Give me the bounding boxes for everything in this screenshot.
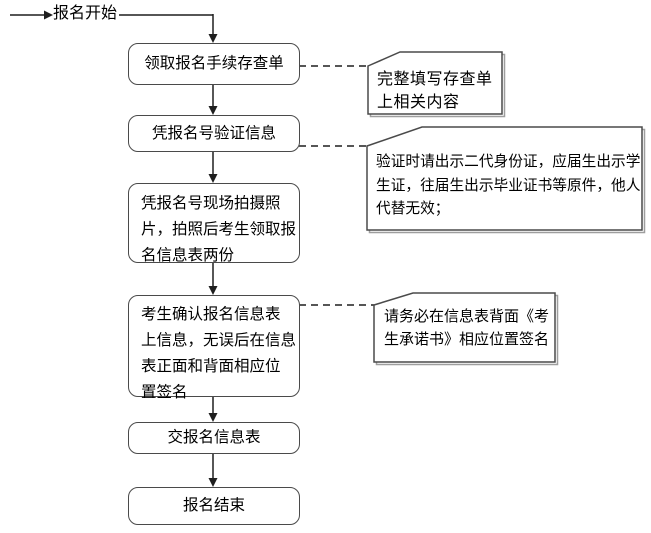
start-connector-arrow-head-icon [208,34,218,43]
flow-arrow-5-head-icon [208,478,218,487]
flow-step-take-photo: 凭报名号现场拍摄照 片，拍照后考生领取报 名信息表两份 [128,183,300,264]
flow-step-receive-checklist: 领取报名手续存查单 [128,43,300,85]
start-label: 报名开始 [53,5,118,22]
note-1-callout-shape [367,51,503,115]
flow-arrow-4-head-icon [208,413,218,422]
note-1-text: 完整填写存查单 上相关内容 [377,71,493,111]
note-2-text: 验证时请出示二代身份证，应届生出示学 生证，往届生出示毕业证书等原件，他人 代替… [376,154,641,217]
flow-arrow-3-head-icon [208,286,218,295]
flow-step-confirm-sign: 考生确认报名信息表 上信息，无误后在信息 表正面和背面相应位 置签名 [128,295,300,401]
flow-step-submit-form: 交报名信息表 [128,422,300,454]
note-3-text: 请务必在信息表背面《考 生承诺书》相应位置签名 [384,308,550,348]
start-arrow-head-icon [44,10,53,20]
note-3-callout-shape [373,292,556,363]
flow-arrow-2-head-icon [208,174,218,183]
flow-arrow-1-head-icon [208,106,218,115]
flow-step-verify-info: 凭报名号验证信息 [128,115,300,152]
note-2-callout-shape [366,126,643,231]
flow-step-end: 报名结束 [128,487,300,525]
